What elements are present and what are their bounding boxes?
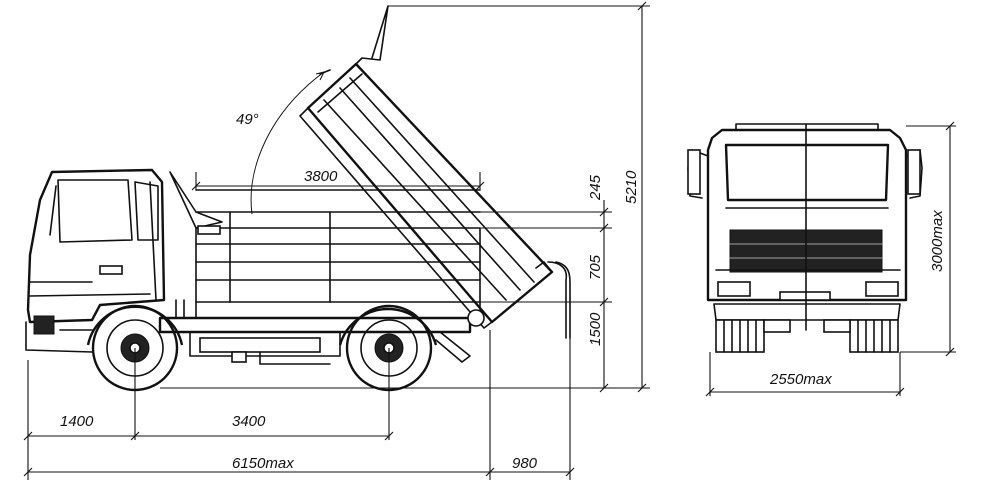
wheelbase-label: 3400 (232, 413, 266, 430)
dump-body-tipped (299, 5, 554, 329)
tipping-angle-arc (250, 71, 325, 215)
loading-height-label: 1500 (587, 312, 604, 346)
chassis-frame (158, 299, 472, 365)
truck-side-view (25, 5, 571, 392)
overall-height-tipped-label: 5210 (623, 170, 640, 204)
rear-tailboard-post (547, 261, 571, 339)
tipping-angle-label: 49° (236, 111, 259, 128)
overall-length-label: 6150max (232, 455, 294, 472)
truck-front-view (687, 123, 923, 353)
front-view-dimension-lines (705, 121, 956, 397)
body-depth-label: 705 (587, 254, 604, 280)
side-board-height-label: 245 (587, 174, 604, 201)
overall-width-label: 2550max (769, 371, 832, 388)
rear-overhang-label: 980 (512, 455, 538, 472)
front-overhang-label: 1400 (60, 413, 94, 430)
side-view-dimension-lines (23, 1, 650, 480)
cab (25, 168, 166, 353)
overall-height-label: 3000max (929, 210, 946, 272)
body-length-label: 3800 (304, 168, 338, 185)
